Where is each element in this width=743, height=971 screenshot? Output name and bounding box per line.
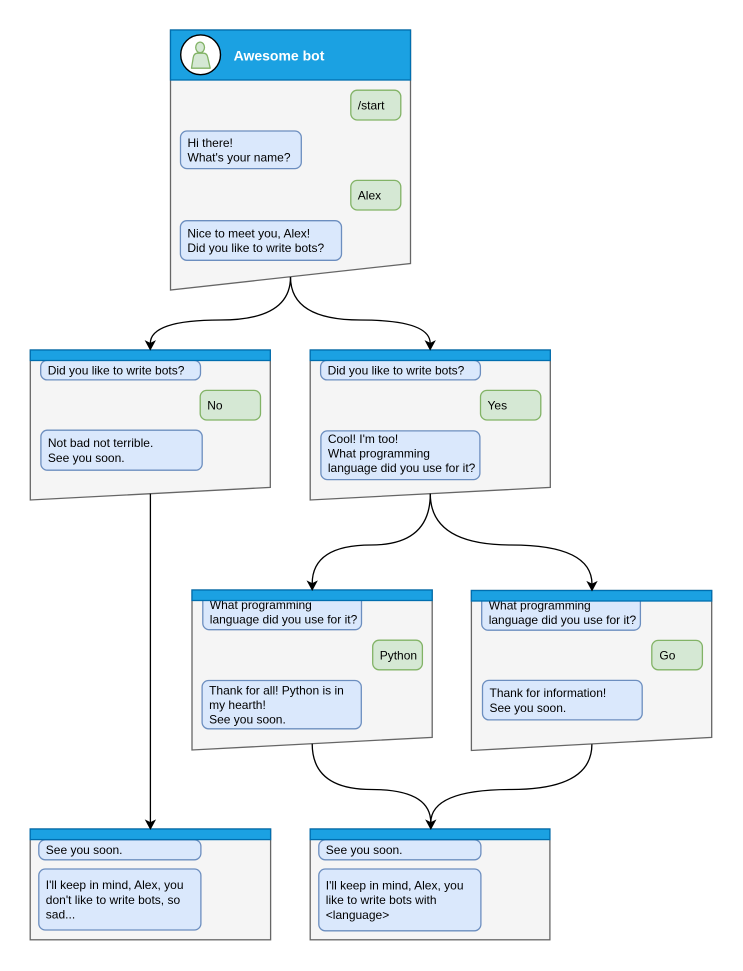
svg-text:sad...: sad... <box>46 907 75 921</box>
svg-text:Not bad not terrible.: Not bad not terrible. <box>48 436 153 450</box>
svg-text:my hearth!: my hearth! <box>209 698 266 712</box>
svg-text:I'll keep in mind, Alex, you: I'll keep in mind, Alex, you <box>326 879 464 893</box>
svg-text:I'll keep in mind, Alex, you: I'll keep in mind, Alex, you <box>46 878 184 892</box>
svg-text:See you soon.: See you soon. <box>46 843 123 857</box>
svg-text:Awesome bot: Awesome bot <box>234 48 325 64</box>
svg-text:What programming: What programming <box>489 599 591 613</box>
svg-text:See you soon.: See you soon. <box>326 843 403 857</box>
svg-text:No: No <box>207 399 223 413</box>
svg-text:language did you use for it?: language did you use for it? <box>210 613 358 627</box>
svg-text:What programming: What programming <box>328 447 430 461</box>
svg-text:language did you use for it?: language did you use for it? <box>489 613 637 627</box>
svg-text:Yes: Yes <box>488 399 508 413</box>
svg-text:Thank for information!: Thank for information! <box>490 686 607 700</box>
svg-text:Did you like to write bots?: Did you like to write bots? <box>48 363 185 377</box>
svg-text:/start: /start <box>358 98 385 112</box>
svg-text:See you soon.: See you soon. <box>209 713 286 727</box>
svg-text:What's your name?: What's your name? <box>188 150 291 164</box>
svg-text:See you soon.: See you soon. <box>48 451 125 465</box>
svg-text:<language>: <language> <box>326 908 389 922</box>
svg-text:don't like to write bots, so: don't like to write bots, so <box>46 893 181 907</box>
svg-text:Go: Go <box>659 648 675 662</box>
svg-text:language did you use for it?: language did you use for it? <box>328 461 476 475</box>
svg-text:like to write bots with: like to write bots with <box>326 893 437 907</box>
svg-text:Did you like to write bots?: Did you like to write bots? <box>328 363 465 377</box>
svg-text:See you soon.: See you soon. <box>490 701 567 715</box>
svg-text:Thank for all! Python is in: Thank for all! Python is in <box>209 683 344 697</box>
svg-text:Nice to meet you, Alex!: Nice to meet you, Alex! <box>187 227 310 241</box>
svg-text:What programming: What programming <box>210 598 312 612</box>
svg-text:Alex: Alex <box>358 189 381 203</box>
svg-text:Did you like to write bots?: Did you like to write bots? <box>187 241 324 255</box>
svg-text:Cool! I'm too!: Cool! I'm too! <box>328 432 398 446</box>
svg-text:Hi there!: Hi there! <box>188 136 233 150</box>
svg-text:Python: Python <box>380 648 417 662</box>
